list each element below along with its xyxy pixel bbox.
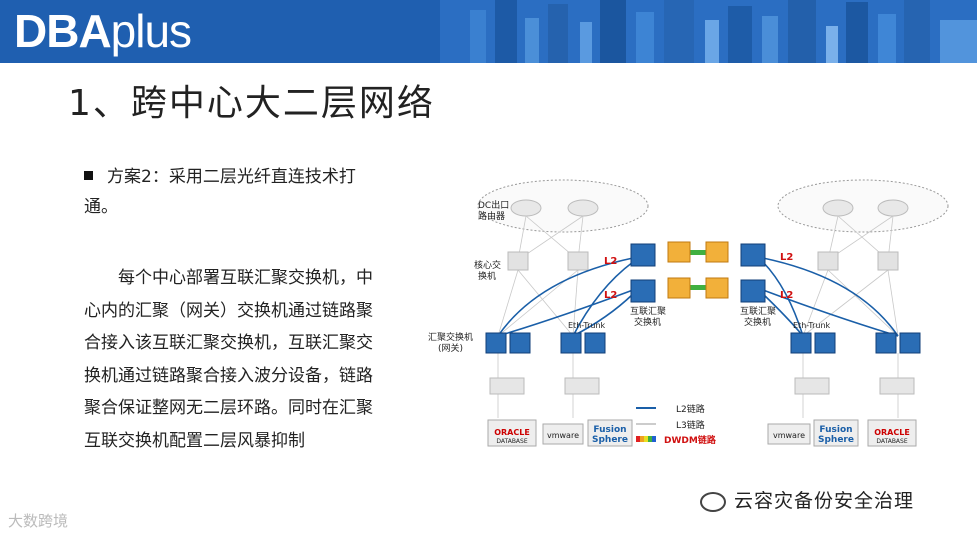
legend-dwdm-label: DWDM链路 (664, 434, 717, 446)
eth-trunk-label-right: Eth-Trunk (793, 321, 831, 330)
network-diagram: ORACLE DATABASE vmware Fusion Sphere vmw… (418, 168, 953, 468)
sphere-label-right: Sphere (818, 435, 854, 445)
fusion-label-right: Fusion (819, 425, 852, 435)
dbaplus-logo[interactable]: DBAplus (14, 2, 191, 60)
router-label: 路由器 (478, 210, 505, 222)
aggregation-switch-label-2: (网关) (438, 342, 463, 354)
core-switch-label-2: 换机 (478, 270, 496, 282)
legend-l2-label: L2链路 (676, 403, 705, 415)
right-cloud (778, 180, 948, 232)
bullet-text: 方案2：采用二层光纤直连技术打通。 (84, 167, 356, 217)
sphere-label-left: Sphere (592, 435, 628, 445)
aggregation-switch-label-1: 汇聚交换机 (428, 331, 473, 343)
l2-label-right-top: L2 (780, 252, 793, 263)
wechat-icon (700, 492, 726, 512)
legend: L2链路 L3链路 DWDM链路 (636, 403, 717, 446)
l2-label-right-bottom: L2 (780, 290, 793, 301)
watermark-text: 大数跨境 (8, 512, 68, 530)
core-switch-label-1: 核心交 (474, 259, 501, 271)
l2-label-left-top: L2 (604, 256, 617, 267)
eth-trunk-label-left: Eth-Trunk (568, 321, 606, 330)
interconnect-label-left-2: 交换机 (634, 316, 661, 328)
footer-watermark-left: 大数跨境 (8, 510, 68, 531)
interconnect-label-right-2: 交换机 (744, 316, 771, 328)
interconnect-label-right-1: 互联汇聚 (740, 306, 776, 317)
access-switch-icons (490, 378, 914, 394)
bullet-item: 方案2：采用二层光纤直连技术打通。 (84, 162, 384, 222)
fusion-label-left: Fusion (593, 425, 626, 435)
database-label-left: DATABASE (496, 438, 527, 445)
bullet-square-icon (84, 171, 93, 180)
aggregation-switch-icons (486, 333, 920, 353)
vmware-logo-right: vmware (773, 431, 805, 440)
footer-wechat-account: 云容灾备份安全治理 (700, 486, 914, 513)
wechat-account-name: 云容灾备份安全治理 (734, 490, 914, 512)
header-banner: DBAplus (0, 0, 977, 63)
page-title: 1、跨中心大二层网络 (68, 74, 435, 126)
legend-l3-label: L3链路 (676, 419, 705, 431)
description-paragraph: 每个中心部署互联汇聚交换机，中心内的汇聚（网关）交换机通过链路聚合接入该互联汇聚… (84, 262, 384, 457)
interconnect-label-left-1: 互联汇聚 (630, 306, 666, 317)
l2-label-left-bottom: L2 (604, 290, 617, 301)
oracle-logo-right: ORACLE (874, 428, 910, 437)
dc-exit-label: DC出口 (478, 199, 509, 211)
vmware-logo-left: vmware (547, 431, 579, 440)
oracle-logo-left: ORACLE (494, 428, 530, 437)
database-label-right: DATABASE (876, 438, 907, 445)
